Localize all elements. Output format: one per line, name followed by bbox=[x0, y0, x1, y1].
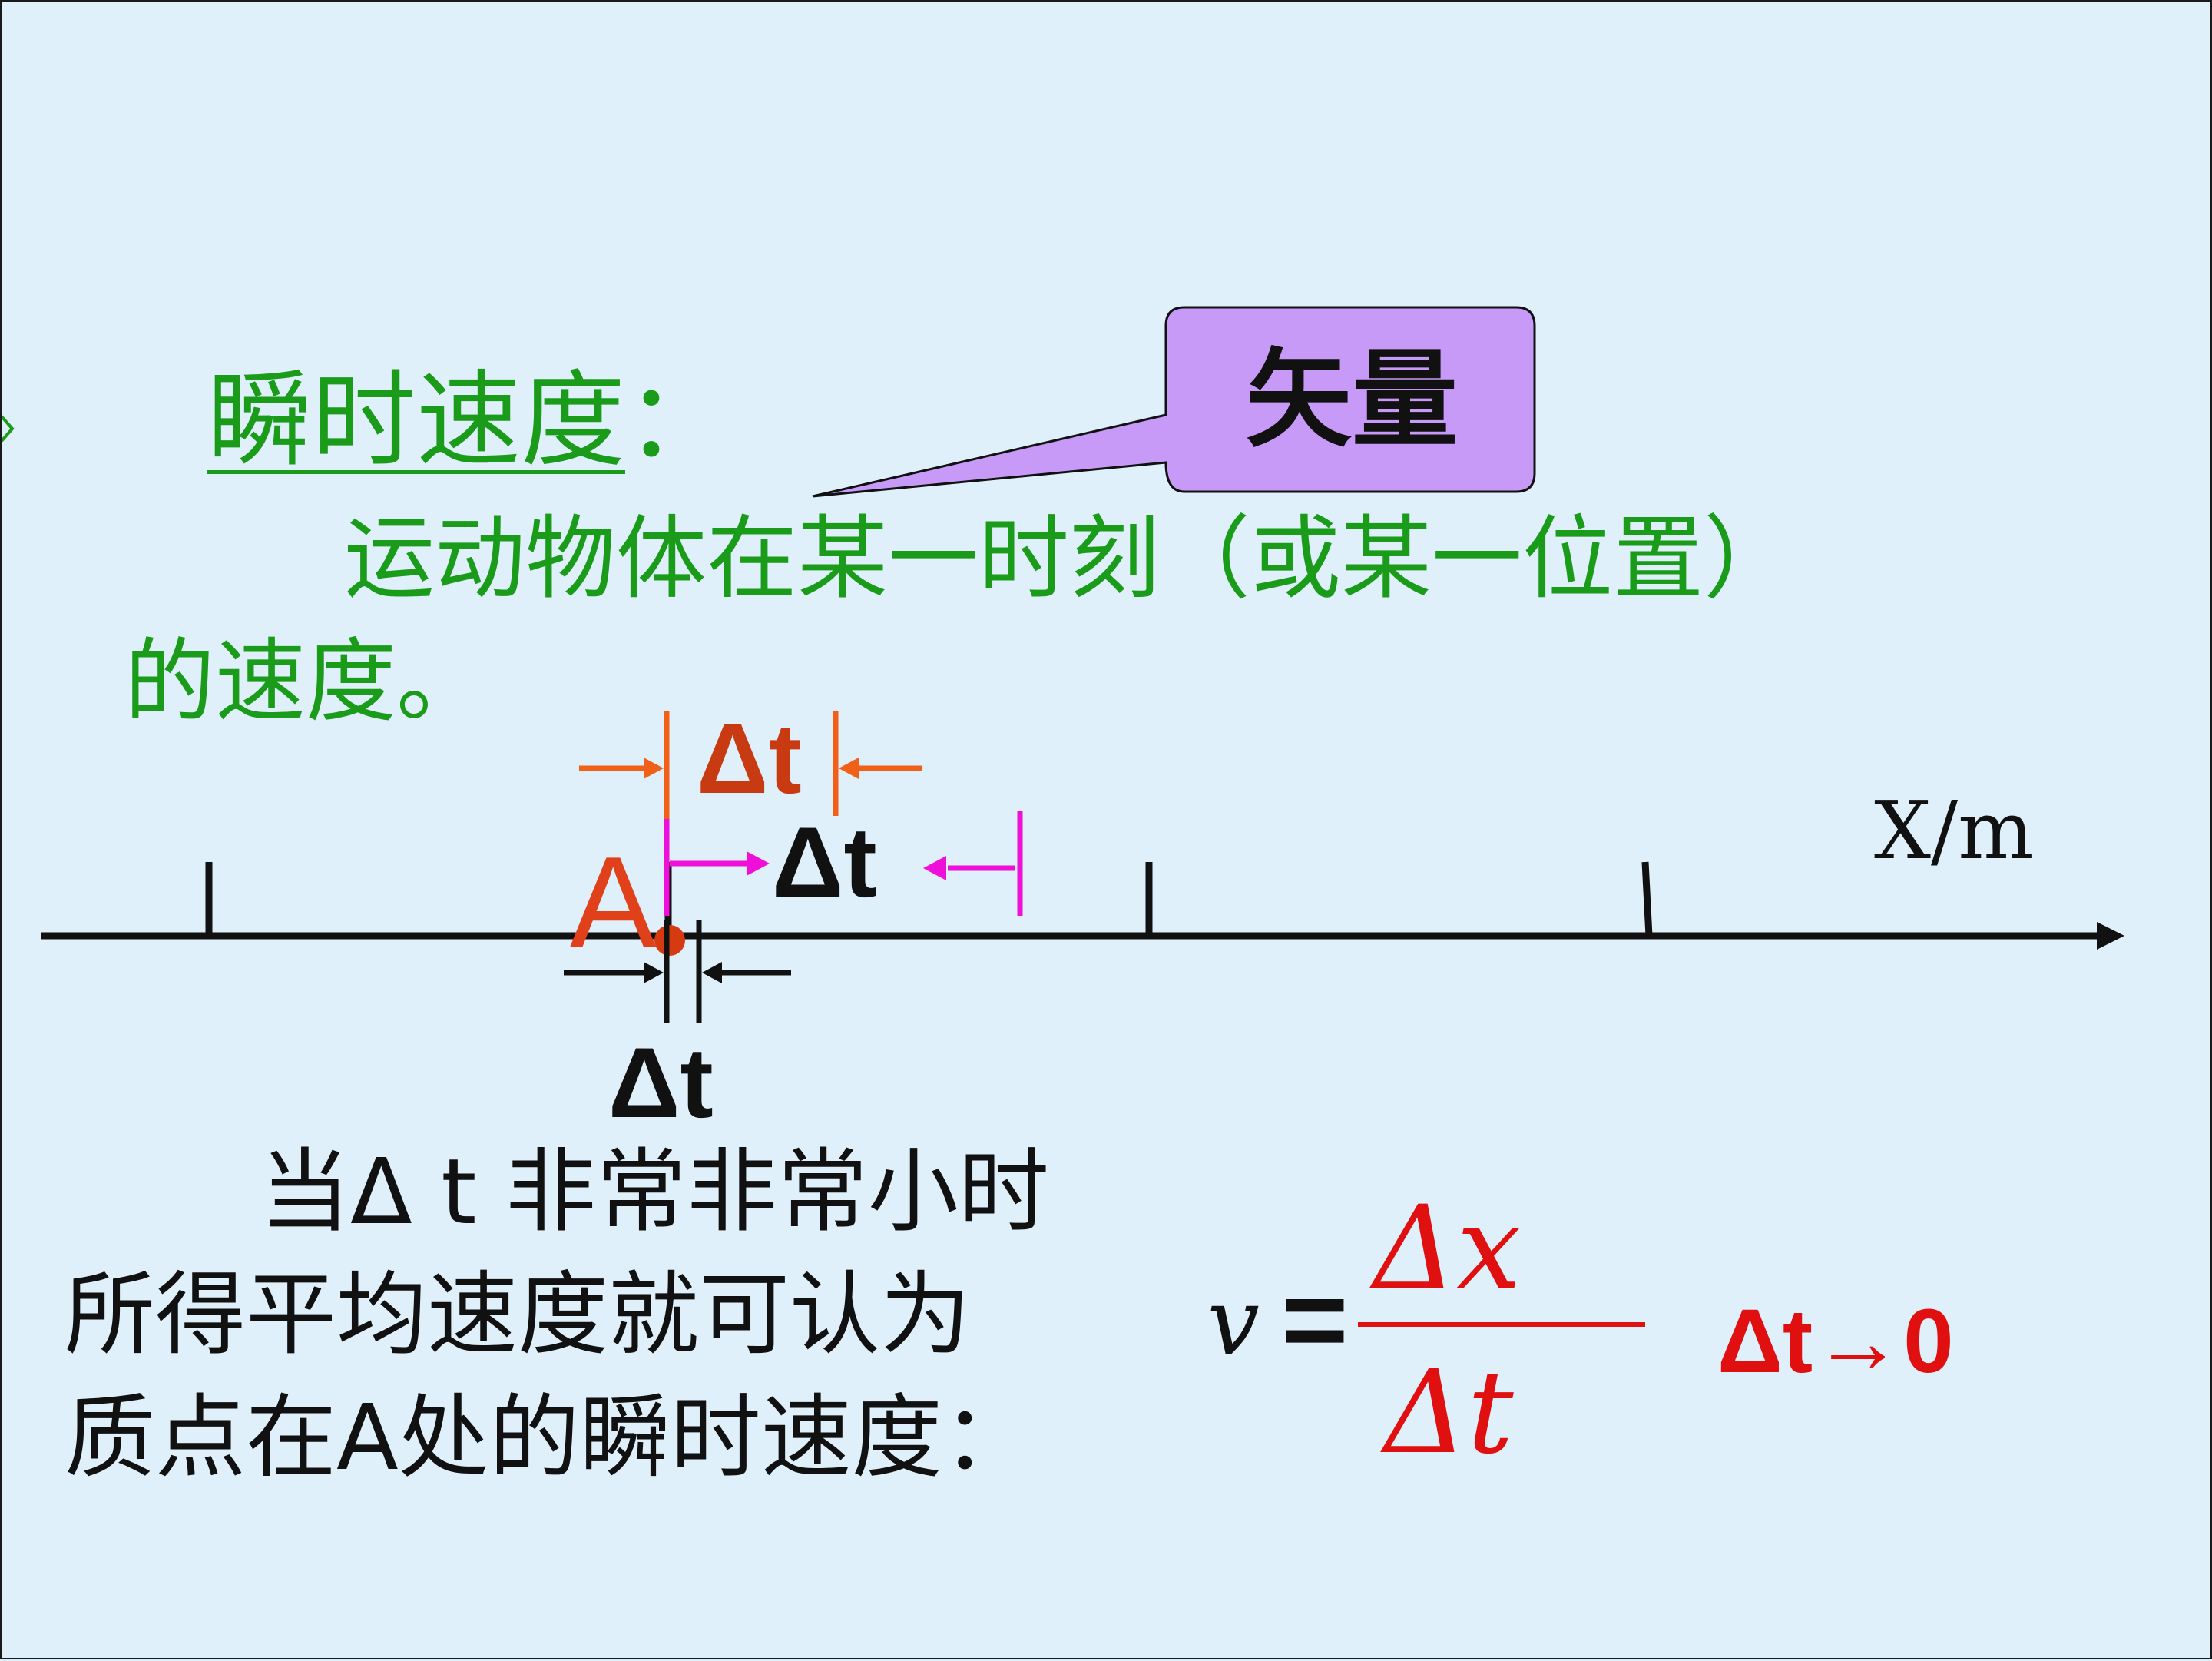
heading: 瞬时速度： bbox=[207, 369, 730, 473]
edge-arrow-icon bbox=[2, 415, 15, 443]
callout-text: 矢量 bbox=[1246, 338, 1459, 462]
orange-right-arrow-head bbox=[839, 758, 859, 779]
formula-denominator: Δt bbox=[1384, 1346, 1514, 1480]
axis-tick bbox=[1641, 861, 1653, 937]
heading-label: 瞬时速度 bbox=[207, 360, 625, 482]
magenta-right-arrow-head bbox=[923, 856, 946, 880]
magenta-left-arrow-head bbox=[747, 851, 770, 876]
definition-line-1: 运动物体在某一时刻（或某一位置） bbox=[344, 506, 1795, 612]
point-a-label: A bbox=[570, 830, 657, 974]
formula-numerator: Δx bbox=[1373, 1182, 1522, 1315]
point-a-marker bbox=[654, 925, 685, 956]
orange-interval-label: Δt bbox=[697, 702, 802, 814]
black-interval-label: Δt bbox=[608, 1026, 714, 1139]
explanation-line-1: 当Δ t 非常非常小时 bbox=[260, 1139, 1050, 1245]
definition-line-2: 的速度。 bbox=[124, 628, 488, 734]
explanation-line-2: 所得平均速度就可认为 bbox=[65, 1261, 972, 1368]
heading-colon: ： bbox=[625, 360, 730, 482]
formula-equals: = bbox=[1281, 1255, 1349, 1384]
axis-label: X/m bbox=[1874, 784, 2034, 877]
orange-left-arrow-head bbox=[644, 758, 664, 779]
callout-bubble bbox=[812, 306, 1536, 498]
black-left-arrow-head bbox=[644, 962, 664, 983]
black-right-arrow-head bbox=[702, 962, 722, 983]
magenta-interval-label: Δt bbox=[772, 806, 877, 918]
x-axis-arrowhead bbox=[2097, 922, 2124, 950]
formula-limit-condition: Δt→0 bbox=[1717, 1291, 1954, 1392]
formula-velocity-symbol: v bbox=[1207, 1269, 1260, 1376]
explanation-line-3: 质点在A处的瞬时速度： bbox=[65, 1384, 1033, 1490]
